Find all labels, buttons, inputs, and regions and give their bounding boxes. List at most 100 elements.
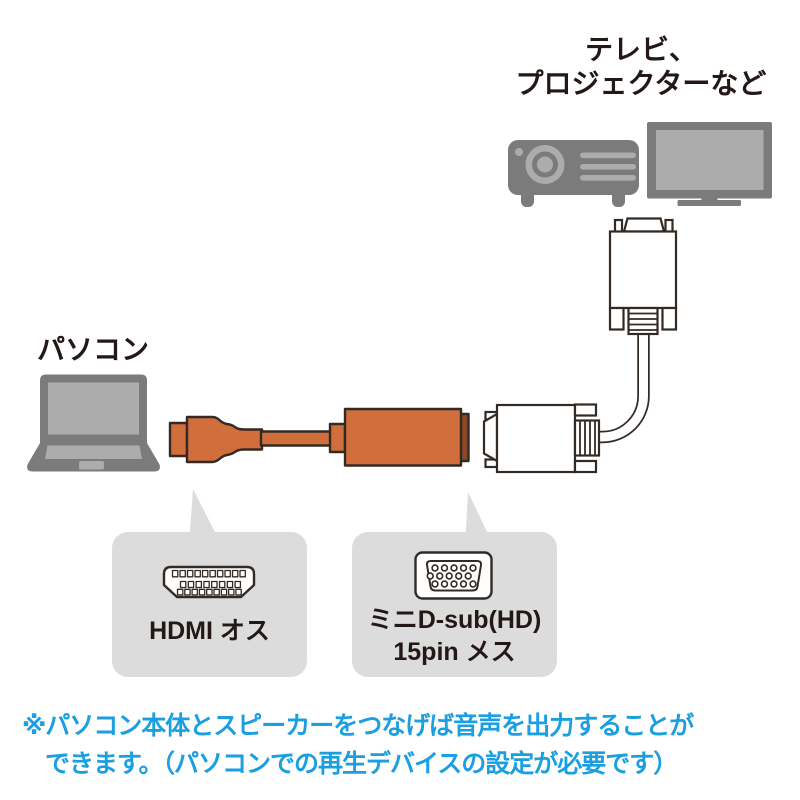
hdmi-pin (184, 588, 191, 596)
hdmi-pin (224, 569, 231, 578)
pc-label: パソコン (37, 334, 150, 365)
vga-pin-hole (440, 580, 449, 588)
vga-pin-hole (431, 564, 439, 572)
hdmi-pin-row-middle (179, 580, 242, 589)
vga-pin-hole (464, 572, 472, 580)
hdmi-pin (191, 588, 199, 596)
audio-note: ※パソコン本体とスピーカーをつなげば音声を出力することが できます。（パソコンで… (22, 707, 694, 783)
laptop-screen (48, 382, 139, 435)
vga-pin-hole (459, 564, 468, 572)
tv-projector-label-line1: テレビ、 (584, 34, 697, 65)
vga-pin-holes (426, 564, 477, 588)
vga-side-tab (573, 403, 598, 417)
vga-male-connector (482, 403, 601, 474)
hdmi-pin (227, 588, 235, 596)
projector-vent (580, 164, 636, 170)
vga-screw-post (613, 218, 624, 234)
hdmi-pin (179, 569, 186, 578)
hdmi-pin (203, 580, 210, 589)
hdmi-pin-row-top (171, 569, 246, 578)
hdmi-pin (235, 588, 242, 596)
hdmi-pin (171, 569, 179, 578)
hdmi-pin (206, 588, 213, 596)
adapter-collar (328, 422, 347, 454)
hdmi-callout-label: HDMI オス (149, 617, 270, 645)
vga-callout-label: ミニD-sub(HD) 15pin メス (345, 604, 564, 668)
vga-side-tab (661, 306, 678, 331)
vga-pin-hole (440, 564, 449, 572)
tv-icon (647, 122, 772, 206)
hdmi-pin (239, 569, 246, 578)
hdmi-pin (198, 588, 206, 596)
laptop-icon (27, 374, 160, 472)
laptop-touchpad (79, 461, 104, 470)
vga-pin-hole (436, 572, 444, 580)
audio-note-line1: ※パソコン本体とスピーカーをつなげば音声を出力することが (22, 712, 694, 740)
hdmi-pin (195, 580, 203, 589)
callout-body (112, 532, 307, 677)
vga-callout-label-line1: ミニD-sub(HD) (367, 606, 542, 634)
adapter-body (343, 407, 463, 467)
vga-pin-hole (459, 580, 468, 588)
hdmi-plug-body (185, 415, 264, 464)
callout-body (352, 532, 557, 677)
vga-pin-hole (450, 564, 458, 572)
hdmi-pin (179, 580, 187, 589)
vga-screw-post (664, 218, 674, 234)
vga-connector-body (495, 403, 577, 474)
hdmi-pin (218, 580, 226, 589)
hdmi-plug-tip (168, 421, 189, 458)
hdmi-pin (201, 569, 209, 578)
hdmi-pin (226, 580, 234, 589)
vga-side-tab (608, 306, 625, 331)
hdmi-pin-row-bottom (176, 588, 242, 596)
callout-tail (189, 489, 218, 538)
vga-dsub-shell (482, 412, 499, 463)
callout-tail (465, 492, 490, 538)
vga-connector-body (608, 230, 678, 310)
hdmi-pin (220, 588, 228, 596)
vga-pin-hole (431, 580, 439, 588)
hdmi-pin (211, 580, 218, 589)
vga-pin-hole (469, 580, 477, 588)
hdmi-pin (213, 588, 220, 596)
projector-vent (580, 152, 636, 159)
vga-pin-hole (445, 572, 453, 580)
projector-icon (508, 140, 639, 207)
projector-lens-center (537, 156, 553, 173)
hdmi-pin (231, 569, 239, 578)
mini-dsub-15pin-female-icon (414, 551, 493, 600)
hdmi-pin (186, 569, 194, 578)
laptop-keyboard (45, 445, 142, 459)
tv-screen (656, 130, 764, 190)
vga-female-shell (425, 560, 483, 592)
vga-pin-hole (455, 572, 463, 580)
tv-projector-label-line2: プロジェクターなど (515, 68, 767, 99)
hdmi-pin (176, 588, 184, 596)
tv-stand-base (677, 200, 741, 206)
hdmi-pin (194, 569, 201, 578)
vga-cable-core (598, 332, 648, 442)
adapter-cable (259, 430, 334, 447)
vga-pin-hole (450, 580, 458, 588)
tv-projector-label: テレビ、 プロジェクターなど (506, 33, 776, 101)
hdmi-connector-face-icon (162, 565, 256, 599)
vga-cable (598, 332, 650, 444)
vga-callout-label-line2: 15pin メス (393, 638, 516, 666)
vga-pin-hole (426, 572, 434, 580)
hdmi-pin (187, 580, 195, 589)
vga-male-connector-upper (608, 217, 678, 336)
audio-note-line2: できます。（パソコンでの再生デバイスの設定が必要です） (45, 750, 678, 778)
hdmi-pin (234, 580, 242, 589)
projector-vent (580, 175, 636, 181)
hdmi-to-vga-adapter (168, 407, 470, 467)
projector-indicator-dot (515, 148, 523, 156)
vga-side-tab (573, 459, 598, 474)
vga-callout-bubble (352, 492, 557, 677)
hdmi-pin (216, 569, 224, 578)
hdmi-callout-bubble (112, 489, 307, 677)
hdmi-pin (209, 569, 216, 578)
vga-dsub-shell (622, 217, 666, 233)
